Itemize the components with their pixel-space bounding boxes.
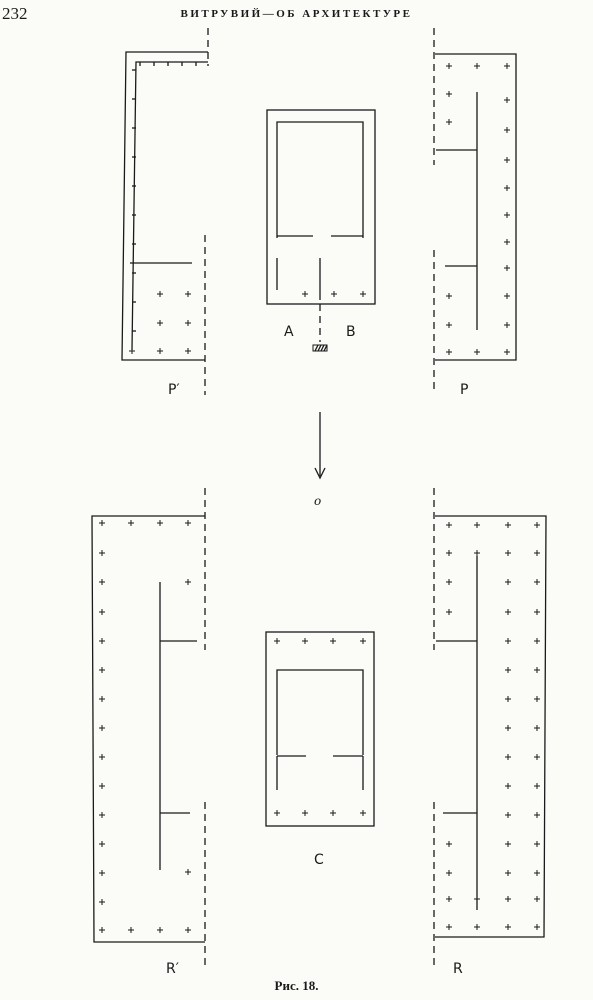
label-c: C — [314, 852, 324, 868]
c-inner-room — [276, 669, 364, 755]
arrow-head — [314, 467, 326, 480]
hatch-line — [320, 344, 325, 352]
hatch-line — [323, 344, 328, 352]
line-drawing — [91, 28, 547, 970]
cross-marks — [99, 63, 540, 933]
p-outline — [435, 53, 517, 361]
hatch-line — [317, 344, 322, 352]
label-o: o — [314, 494, 321, 508]
c-outer-wall — [265, 631, 375, 827]
center-top-inner-room — [276, 121, 364, 238]
center-top-outer-wall — [266, 109, 376, 305]
page-number: 232 — [2, 4, 28, 23]
hatch-line — [314, 344, 319, 352]
p-prime-outline — [121, 51, 208, 361]
label-b: B — [346, 324, 356, 340]
label-p: P — [460, 382, 468, 398]
label-r: R — [453, 961, 463, 977]
r-outline — [435, 515, 547, 938]
label-p-prime: P′ — [168, 382, 180, 398]
figure-caption: Рис. 18. — [274, 978, 319, 993]
label-a: A — [284, 324, 294, 340]
running-head: ВИТРУВИЙ—ОБ АРХИТЕКТУРЕ — [180, 8, 413, 20]
p-prime-inner-wall — [131, 61, 208, 351]
hatched-marker — [312, 344, 328, 352]
r-prime-outline — [91, 515, 205, 943]
label-r-prime: R′ — [166, 961, 179, 977]
